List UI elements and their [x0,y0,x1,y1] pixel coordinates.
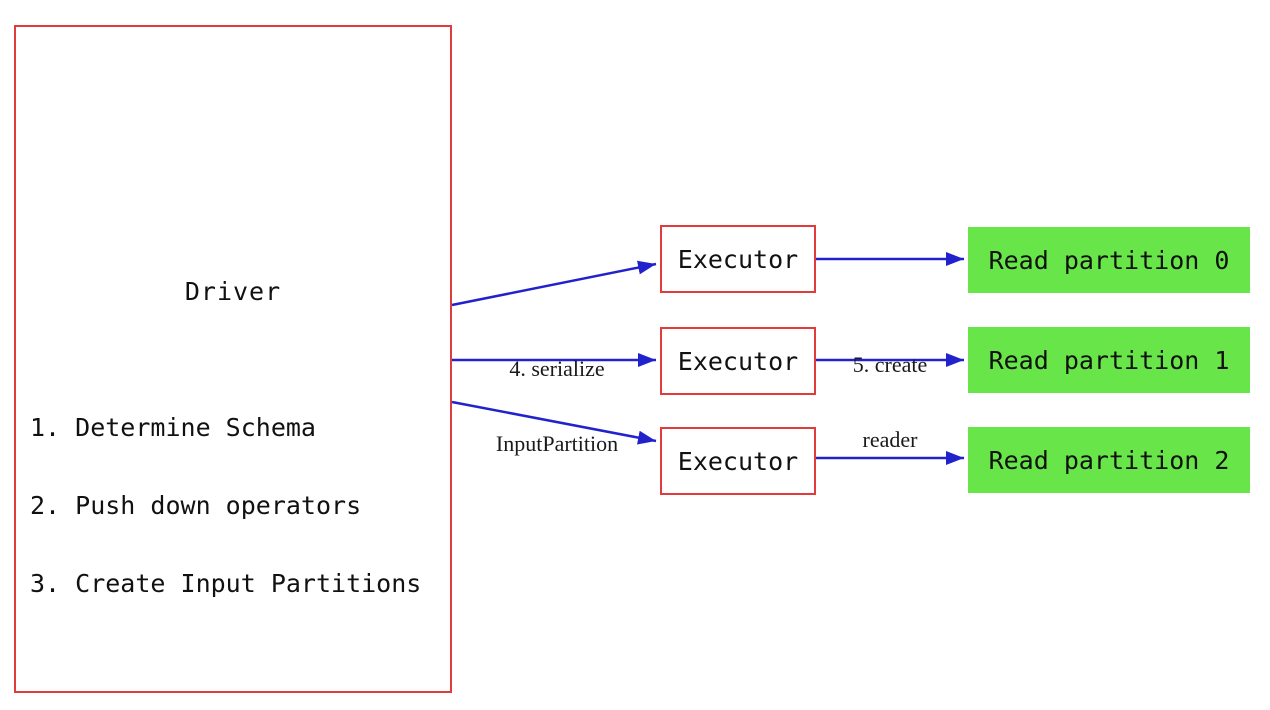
read-partition-box-0: Read partition 0 [968,227,1250,293]
executor-box-1: Executor [660,327,816,395]
executor-label-2: Executor [677,446,799,476]
create-reader-label: 5. create reader [820,302,960,502]
driver-step-1: 1. Determine Schema [30,413,316,442]
reader-label-line2: reader [862,427,918,452]
executor-label-1: Executor [677,346,799,376]
read-partition-label-2: Read partition 2 [988,445,1230,475]
driver-step-3: 3. Create Input Partitions [30,569,422,598]
read-partition-label-1: Read partition 1 [988,345,1230,375]
serialize-inputpartition-label: 4. serialize InputPartition [457,306,657,506]
read-partition-box-2: Read partition 2 [968,427,1250,493]
reader-label-line1: 5. create [852,352,928,377]
executor-box-2: Executor [660,427,816,495]
driver-steps-list: 1. Determine Schema 2. Push down operato… [30,363,421,649]
serialize-label-line2: InputPartition [495,431,619,456]
serialize-label-line1: 4. serialize [509,356,605,381]
driver-title: Driver [184,277,282,306]
executor-box-0: Executor [660,225,816,293]
read-partition-label-0: Read partition 0 [988,245,1230,275]
executor-label-0: Executor [677,244,799,274]
driver-box [14,25,452,693]
read-partition-box-1: Read partition 1 [968,327,1250,393]
driver-step-2: 2. Push down operators [30,491,362,520]
arrow-driver-to-executor-0 [451,260,657,307]
